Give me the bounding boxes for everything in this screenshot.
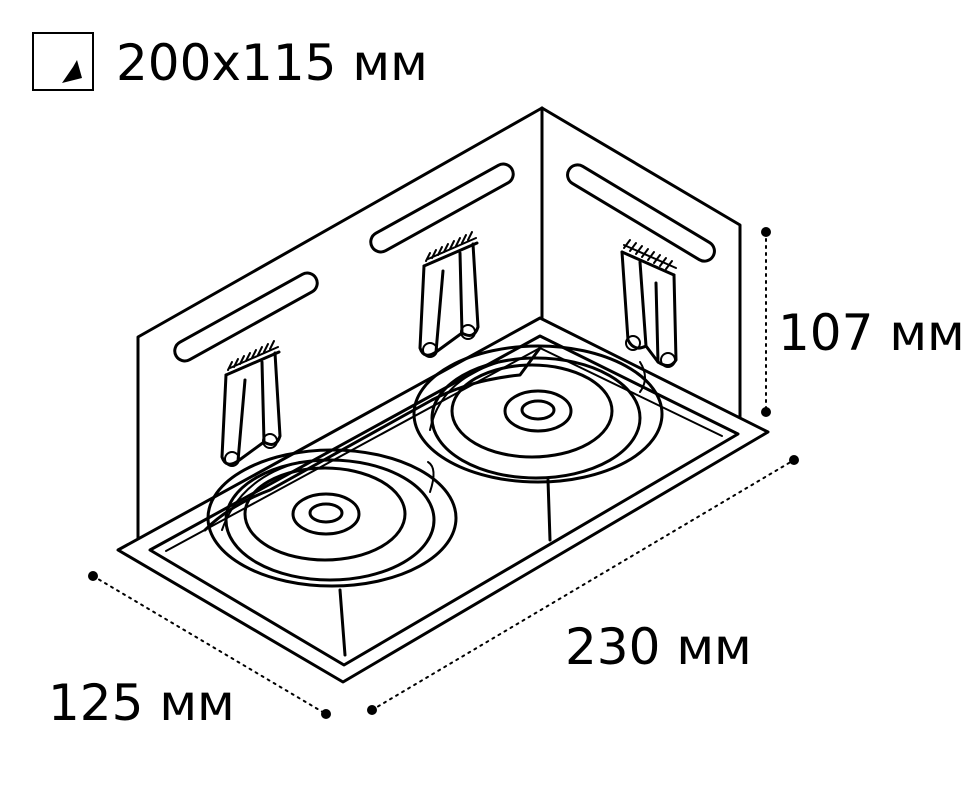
width-dimension-line (88, 571, 331, 719)
width-label: 125 мм (48, 674, 235, 732)
reflector-cavity (203, 346, 552, 657)
ceiling-cutout-icon (32, 32, 94, 91)
spotlight-left (206, 448, 458, 588)
mounting-spring-clips (220, 231, 678, 467)
spring-clip-right (620, 239, 678, 368)
cutout-size-label: 200x115 мм (116, 34, 428, 92)
spotlight-right (412, 344, 664, 484)
height-label: 107 мм (778, 304, 965, 362)
height-dimension-line (761, 227, 771, 417)
spring-clip-left (220, 340, 282, 467)
length-label: 230 мм (565, 618, 752, 676)
housing-vent-slots (173, 162, 716, 363)
length-dimension-line (367, 455, 799, 715)
spring-clip-middle (418, 231, 480, 358)
